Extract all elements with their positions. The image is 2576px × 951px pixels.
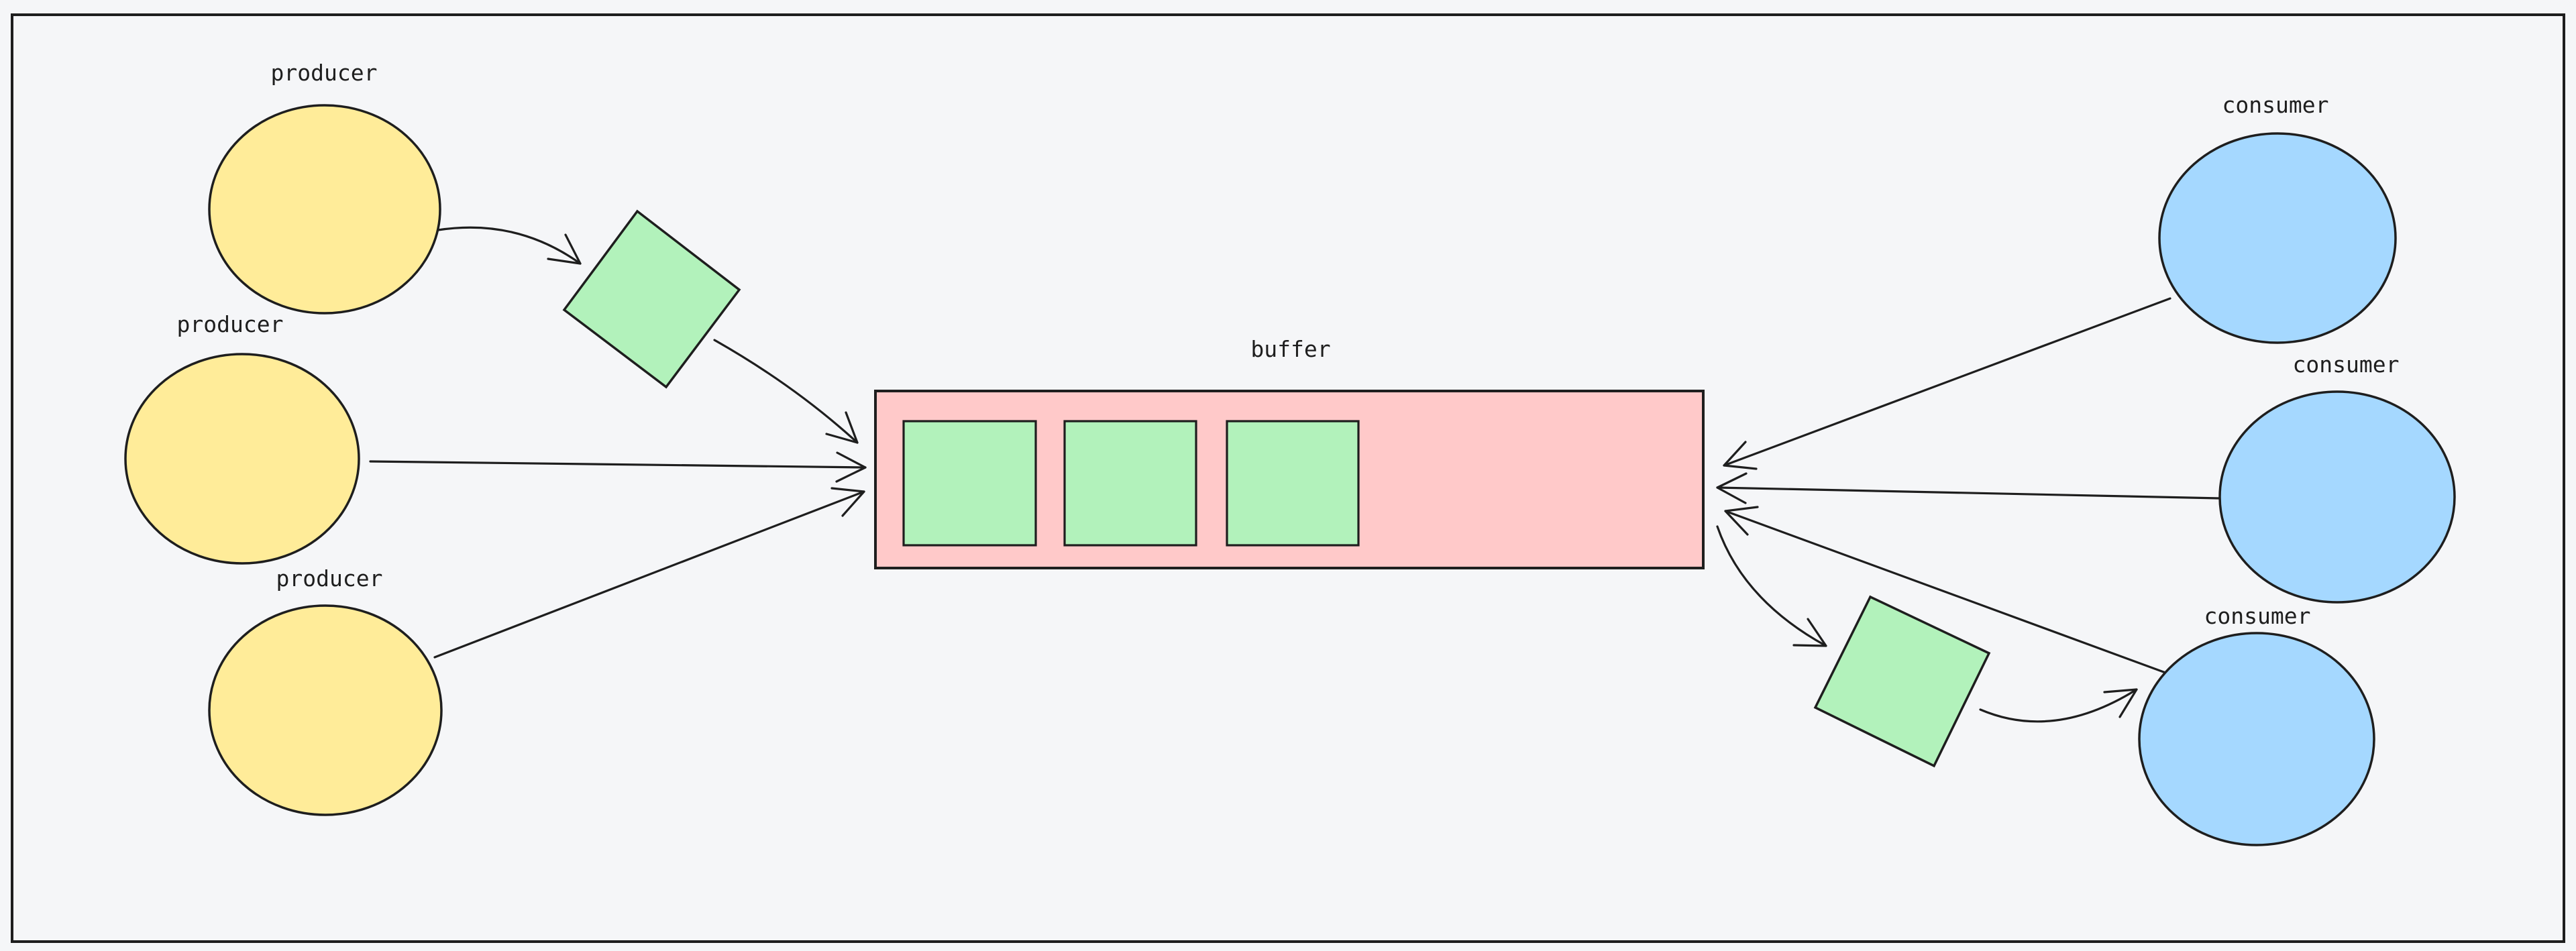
arrow-buffer-to-item xyxy=(1716,525,1827,647)
consumer-label-2: consumer xyxy=(2293,351,2400,378)
arrows-group xyxy=(369,226,2221,723)
arrowhead-producer3-to-buffer xyxy=(830,487,865,517)
consumer-label-1: consumer xyxy=(2222,92,2329,118)
arrowhead-consumer3-to-buffer xyxy=(1724,506,1759,536)
arrowhead-producer2-to-buffer xyxy=(835,451,867,483)
arrowhead-buffer-to-item xyxy=(1792,618,1827,647)
arrowhead-producer1-to-item xyxy=(547,233,582,265)
consumer-node-3 xyxy=(2138,632,2375,846)
producer-node-1 xyxy=(208,104,441,315)
arrow-producer1-to-item xyxy=(437,226,582,265)
consumer-node-1 xyxy=(2158,132,2397,344)
consumer-label-3: consumer xyxy=(2204,603,2311,629)
arrow-item-to-consumer3 xyxy=(1979,688,2138,723)
arrow-consumer1-to-buffer xyxy=(1723,297,2171,467)
canvas-border xyxy=(11,13,2565,943)
arrowhead-consumer2-to-buffer xyxy=(1716,472,1748,504)
buffer-slot-2 xyxy=(1063,420,1197,547)
arrow-consumer3-to-buffer xyxy=(1724,510,2167,674)
item-in-transit-produce-side xyxy=(562,209,741,389)
item-in-transit-consume-side xyxy=(1813,595,1991,768)
arrow-producer2-to-buffer xyxy=(369,460,867,469)
arrowhead-item-to-buffer xyxy=(825,411,859,444)
producer-label-1: producer xyxy=(271,60,378,86)
arrow-item-to-buffer xyxy=(713,339,859,444)
buffer-slot-1 xyxy=(902,420,1037,547)
buffer-slot-3 xyxy=(1226,420,1360,547)
consumer-node-2 xyxy=(2218,390,2456,604)
buffer-label: buffer xyxy=(1250,336,1330,362)
arrow-producer3-to-buffer xyxy=(433,490,865,659)
arrowhead-consumer1-to-buffer xyxy=(1723,441,1758,470)
producer-node-2 xyxy=(124,353,360,565)
producer-label-3: producer xyxy=(276,565,383,592)
producer-label-2: producer xyxy=(177,311,284,337)
producer-node-3 xyxy=(208,604,443,816)
arrow-consumer2-to-buffer xyxy=(1716,486,2221,500)
arrowhead-item-to-consumer3 xyxy=(2103,688,2138,718)
